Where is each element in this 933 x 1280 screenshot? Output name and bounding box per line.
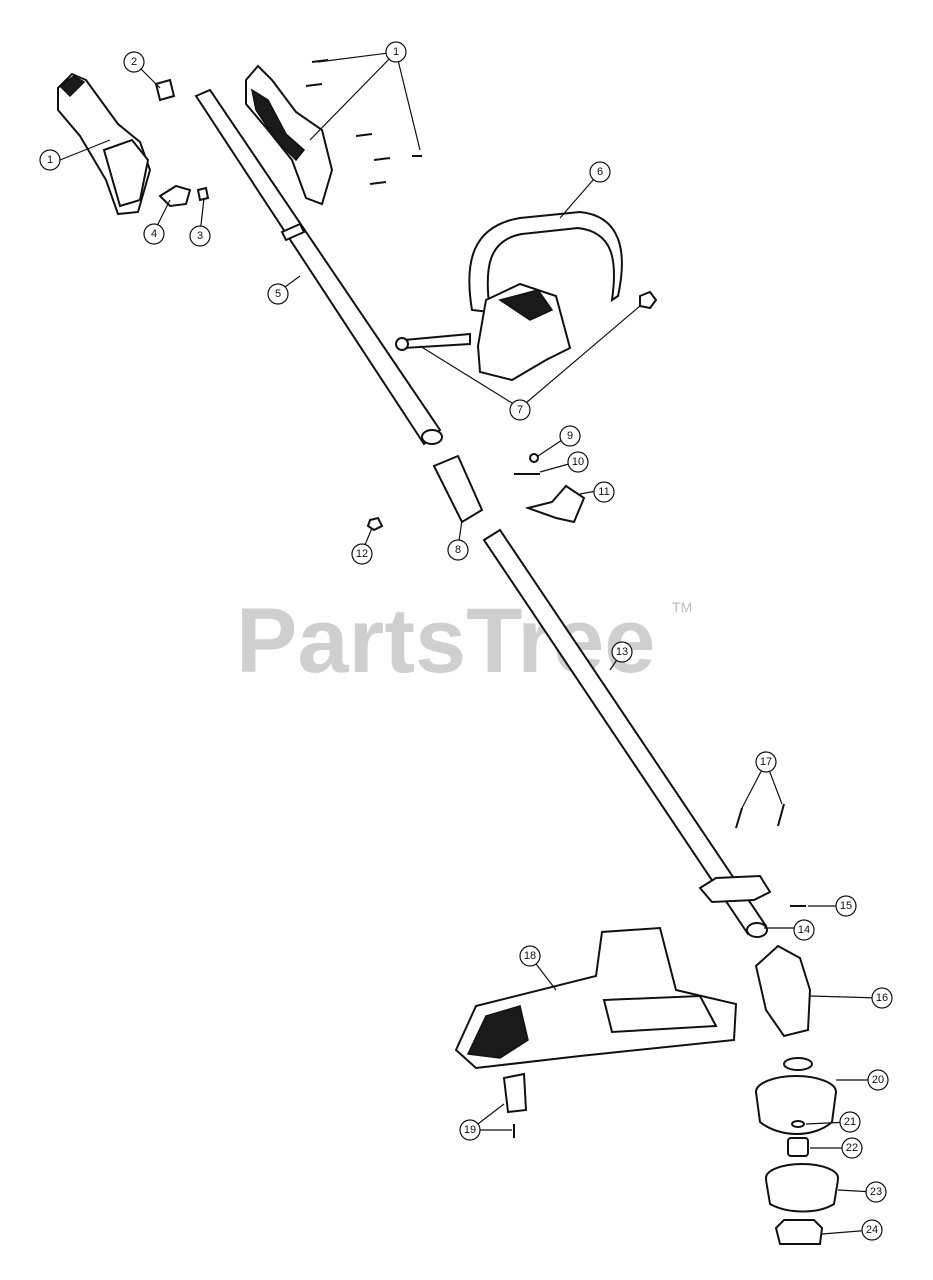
callout-9: 9 xyxy=(559,425,581,447)
handle-nut xyxy=(639,290,658,310)
callout-8: 8 xyxy=(447,539,469,561)
callout-18: 18 xyxy=(519,945,541,967)
callout-label: 17 xyxy=(760,756,772,768)
callout-4: 4 xyxy=(143,223,165,245)
callout-label: 20 xyxy=(872,1074,884,1086)
callout-6: 6 xyxy=(589,161,611,183)
callout-label: 9 xyxy=(567,430,573,442)
callout-21: 21 xyxy=(839,1111,861,1133)
handle-bolt xyxy=(403,332,471,350)
clip-part xyxy=(154,78,176,102)
callout-5: 5 xyxy=(267,283,289,305)
callout-label: 12 xyxy=(356,548,368,560)
callout-20: 20 xyxy=(867,1069,889,1091)
spool-washer xyxy=(791,1120,805,1128)
callout-13: 13 xyxy=(611,641,633,663)
callout-7: 7 xyxy=(509,399,531,421)
callout-17: 17 xyxy=(755,751,777,773)
callout-2: 2 xyxy=(123,51,145,73)
callout-label: 22 xyxy=(846,1142,858,1154)
callout-label: 24 xyxy=(866,1224,878,1236)
handle-screws xyxy=(305,59,422,185)
coupler-knob xyxy=(524,484,586,524)
callout-3: 3 xyxy=(189,225,211,247)
loop-handle xyxy=(468,210,623,382)
callout-1-b: 1 xyxy=(39,149,61,171)
callout-label: 13 xyxy=(616,646,628,658)
handle-bolt-head xyxy=(395,337,409,351)
callout-12: 12 xyxy=(351,543,373,565)
spring-part xyxy=(196,186,210,202)
callout-label: 15 xyxy=(840,900,852,912)
lower-shaft xyxy=(482,528,768,938)
blade-plate xyxy=(502,1072,528,1114)
callout-label: 11 xyxy=(598,486,609,498)
shaft-coupler xyxy=(432,454,484,524)
callout-16: 16 xyxy=(871,987,893,1009)
callout-15: 15 xyxy=(835,895,857,917)
right-handle-half xyxy=(245,64,334,206)
callout-19: 19 xyxy=(459,1119,481,1141)
callout-label: 5 xyxy=(275,288,281,300)
callout-label: 21 xyxy=(844,1116,856,1128)
callout-23: 23 xyxy=(865,1181,887,1203)
callout-22: 22 xyxy=(841,1137,863,1159)
callout-1: 1 xyxy=(385,41,407,63)
callout-label: 8 xyxy=(455,544,461,556)
bracket-screw-a xyxy=(735,807,743,829)
guard-bracket xyxy=(698,874,772,904)
callout-label: 3 xyxy=(197,230,203,242)
callout-label: 18 xyxy=(524,950,536,962)
callout-label: 1 xyxy=(393,46,399,58)
callout-label: 6 xyxy=(597,166,603,178)
trimmer-spool xyxy=(765,1163,839,1213)
callout-label: 23 xyxy=(870,1186,882,1198)
callout-label: 4 xyxy=(151,228,157,240)
callout-label: 14 xyxy=(798,924,810,936)
upper-shaft xyxy=(194,88,443,446)
callout-label: 10 xyxy=(572,456,584,468)
callout-label: 1 xyxy=(47,154,53,166)
coupler-nut xyxy=(366,516,384,532)
callout-24: 24 xyxy=(861,1219,883,1241)
callout-11: 11 xyxy=(593,481,615,503)
callout-label: 16 xyxy=(876,992,888,1004)
callout-10: 10 xyxy=(567,451,589,473)
gear-head xyxy=(754,944,812,1038)
grass-guard xyxy=(454,926,738,1070)
bump-knob xyxy=(774,1219,824,1245)
left-handle-half xyxy=(57,72,152,216)
bracket-screw-b xyxy=(777,803,785,827)
callout-label: 19 xyxy=(464,1124,476,1136)
callout-label: 2 xyxy=(131,56,137,68)
watermark-trademark: TM xyxy=(672,599,692,615)
washer-part xyxy=(529,453,539,463)
trigger-part xyxy=(158,184,192,208)
callout-label: 7 xyxy=(517,404,523,416)
spool-spring xyxy=(787,1137,809,1157)
callout-14: 14 xyxy=(793,919,815,941)
